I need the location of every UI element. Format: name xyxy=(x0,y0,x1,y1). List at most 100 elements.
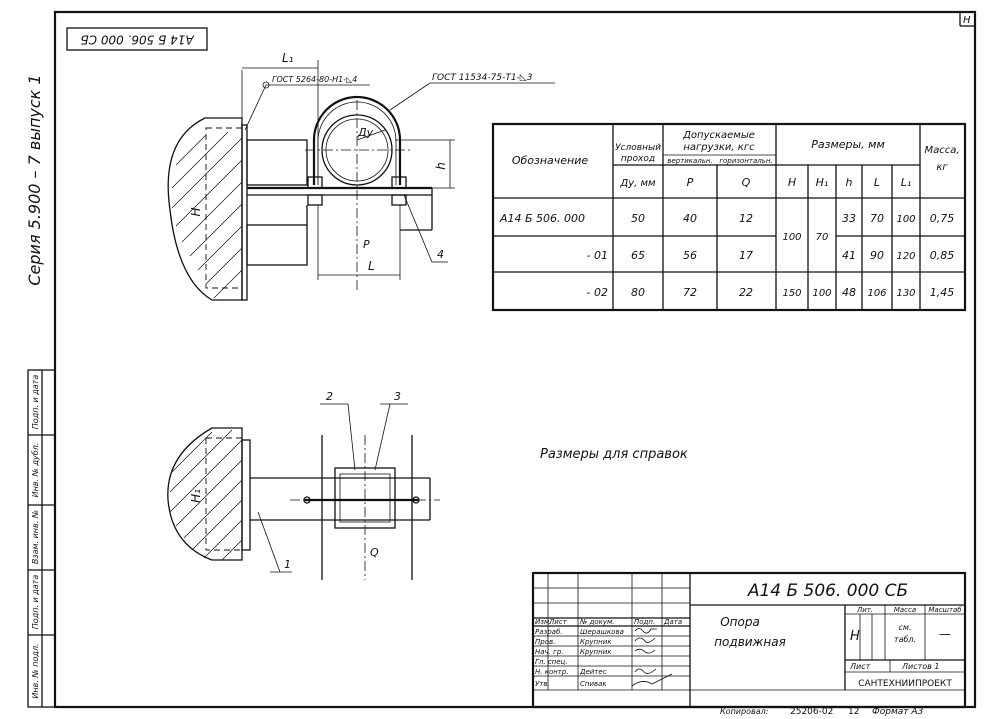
wall-hatch-bottom xyxy=(169,429,243,561)
tb-role: Гл. спец. xyxy=(535,658,568,666)
cell-p: 56 xyxy=(683,249,697,262)
signature-mark xyxy=(634,668,657,674)
pos-2-label: 2 xyxy=(326,390,333,403)
dim-du-label: Ду xyxy=(357,126,374,139)
rotated-doc-code: А14 Б 506. 000 СБ xyxy=(80,33,194,47)
cell-mass: 0,85 xyxy=(930,249,955,262)
tb-name: Шерашкова xyxy=(580,628,624,636)
stamp-cell-inv-dubl: Инв. № дубл. xyxy=(31,443,40,498)
tb-role: Нач. гр. xyxy=(535,648,564,656)
th-dim-h: h xyxy=(846,176,853,189)
th-dim-L: L xyxy=(874,176,880,189)
tb-role: Пров. xyxy=(535,638,555,646)
tb-sheet-label: Лист xyxy=(849,662,871,671)
tb-copied-label: Копировал: xyxy=(720,707,769,716)
stamp-cell-inv-orig: Инв. № подл. xyxy=(31,643,40,698)
tb-role: Утв. xyxy=(535,680,550,688)
th-horizontal-sub: Q xyxy=(742,176,751,189)
stamp-cell-sign-date-2: Подп. и дата xyxy=(31,375,40,430)
cell-l1: 100 xyxy=(896,214,915,225)
tb-head-scale: Масштаб xyxy=(928,606,962,614)
th-loads-1: Допускаемые xyxy=(682,130,755,141)
tb-head-sign: Подп. xyxy=(634,618,655,626)
side-stamp: Подп. и дата Инв. № дубл. Взам. инв. № П… xyxy=(27,369,56,708)
cell-merged-H1: 70 xyxy=(816,232,829,243)
bottom-view-drawing: Н₁ Q 2 3 1 xyxy=(167,390,440,580)
tb-copied-page: 12 xyxy=(848,707,859,717)
signature-mark xyxy=(634,637,656,643)
table-row: А14 Б 506. 000 50 40 12 33 70 100 0,75 xyxy=(499,212,954,225)
tb-scale-value: — xyxy=(939,627,951,641)
wall-hatch-top xyxy=(171,131,243,299)
cell-l1: 120 xyxy=(896,251,915,262)
table-row: - 01 65 56 17 41 90 120 0,85 xyxy=(587,249,955,262)
th-vertical: вертикальн. xyxy=(667,157,712,165)
signature-mark xyxy=(634,628,657,634)
th-dim-L1: L₁ xyxy=(901,176,912,189)
cell-q: 22 xyxy=(739,286,753,299)
tb-head-date: Дата xyxy=(663,618,682,626)
table-row: - 02 80 72 22 150 100 48 106 130 1,45 xyxy=(587,286,955,299)
sheet-frame: Н xyxy=(53,10,977,709)
load-p-label: Р xyxy=(363,238,370,251)
tb-lit-value: Н xyxy=(850,629,860,644)
tb-name-1: Опора xyxy=(720,615,760,629)
th-loads-2: нагрузки, кгс xyxy=(683,142,755,153)
cell-designation: А14 Б 506. 000 xyxy=(499,212,585,225)
tb-head-lit: Лит. xyxy=(856,606,873,614)
dim-l1-label: L₁ xyxy=(282,51,294,65)
tb-name: Крупник xyxy=(580,638,612,646)
th-horizontal: горизонтальн. xyxy=(719,157,772,165)
rotated-code-box: А14 Б 506. 000 СБ xyxy=(66,27,208,51)
gost-left-label: ГОСТ 5264-80-Н1-◺4 xyxy=(272,75,357,84)
th-nominal-2: проход xyxy=(621,154,655,164)
th-dims: Размеры, мм xyxy=(811,138,885,151)
th-nominal-1: Условный xyxy=(615,143,661,153)
tb-copied-number: 25206-02 xyxy=(790,707,833,717)
cell-H: 150 xyxy=(782,288,801,299)
cell-l: 90 xyxy=(870,249,884,262)
cell-du: 80 xyxy=(631,286,645,299)
tb-head-izm: Изм. xyxy=(535,618,551,626)
tb-role: Разраб. xyxy=(535,628,563,636)
cell-l: 106 xyxy=(867,288,886,299)
th-mass-1: Масса, xyxy=(924,145,959,156)
cell-designation: - 01 xyxy=(587,249,608,262)
tb-name-2: подвижная xyxy=(714,635,786,649)
tb-name: Спивак xyxy=(580,680,607,688)
cell-du: 65 xyxy=(631,249,645,262)
load-q-label: Q xyxy=(370,546,379,559)
gost-right-label: ГОСТ 11534-75-Т1-◺3 xyxy=(432,73,533,83)
cell-h: 48 xyxy=(842,286,856,299)
th-designation: Обозначение xyxy=(512,154,589,167)
pos-4-label: 4 xyxy=(437,248,444,261)
cell-h: 41 xyxy=(842,249,856,262)
tb-head-mass: Масса xyxy=(894,606,916,614)
th-dim-H: Н xyxy=(788,176,796,189)
title-block: Изм. Лист № докум. Подп. Дата Разраб. Ше… xyxy=(531,571,967,717)
cell-mass: 1,45 xyxy=(930,286,955,299)
tb-name: Крупник xyxy=(580,648,612,656)
stamp-cell-sign-date: Подп. и дата xyxy=(31,575,40,630)
tb-format: Формат А3 xyxy=(872,707,924,717)
cell-l1: 130 xyxy=(896,288,915,299)
cell-h: 33 xyxy=(842,212,856,225)
tb-head-doc: № докум. xyxy=(579,618,615,626)
cell-merged-H: 100 xyxy=(782,232,801,243)
th-nominal-sub: Ду, мм xyxy=(619,178,656,189)
dim-l-label: L xyxy=(368,259,375,273)
tb-mass-2: табл. xyxy=(894,635,916,644)
tb-head-list: Лист xyxy=(548,618,568,626)
dim-H1-label: Н₁ xyxy=(189,489,203,503)
cell-l: 70 xyxy=(870,212,884,225)
th-vertical-sub: Р xyxy=(687,176,694,189)
tb-role: Н. контр. xyxy=(535,668,569,676)
note-reference-dims: Размеры для справок xyxy=(540,447,688,462)
cell-q: 17 xyxy=(739,249,753,262)
cell-q: 12 xyxy=(739,212,753,225)
tb-name: Дейтес xyxy=(579,668,607,676)
cell-mass: 0,75 xyxy=(930,212,955,225)
pos-1-label: 1 xyxy=(284,558,291,571)
tb-sheets-label: Листов 1 xyxy=(901,662,940,671)
